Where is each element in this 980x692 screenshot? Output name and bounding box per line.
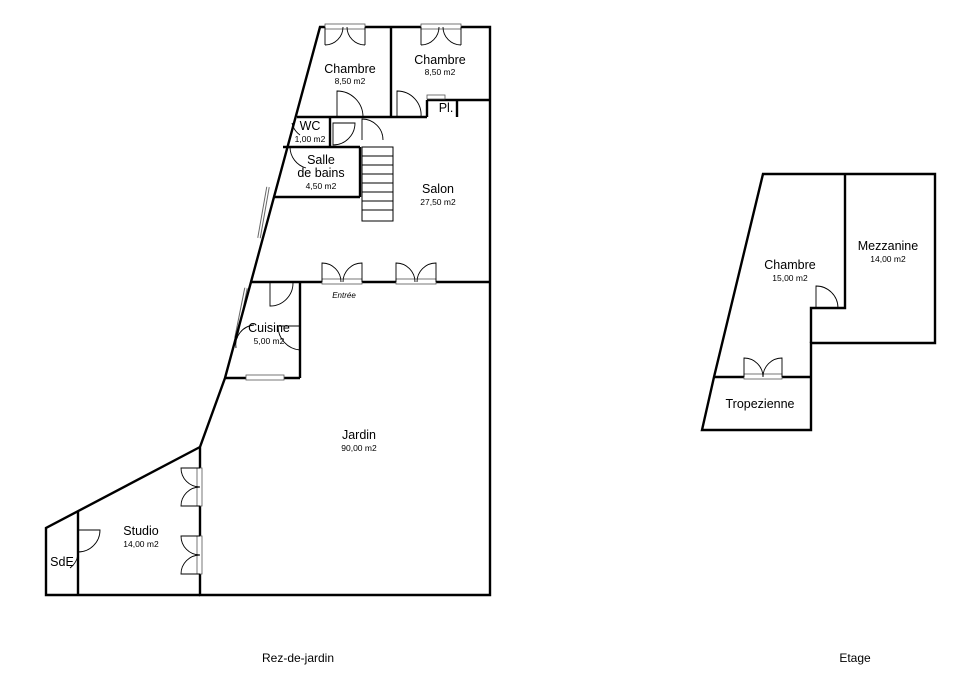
ground-floor-plan: Chambre 8,50 m2 Chambre 8,50 m2 Pl. WC 1… — [44, 23, 492, 665]
upper-floor-outline — [700, 172, 937, 432]
wc-area: 1,00 m2 — [295, 134, 326, 144]
upper-floor-doors — [743, 285, 839, 380]
tropezienne-name: Tropezienne — [725, 397, 794, 411]
upper-chambre-area: 15,00 m2 — [772, 273, 808, 283]
salon-area: 27,50 m2 — [420, 197, 456, 207]
sde-name: SdE — [50, 555, 74, 569]
chambre-1-area: 8,50 m2 — [335, 76, 366, 86]
upper-floor-caption: Etage — [839, 651, 871, 665]
chambre-2-area: 8,50 m2 — [425, 67, 456, 77]
bedroom-1-window — [324, 23, 366, 46]
placard-label: Pl. — [439, 101, 454, 115]
salle-de-bains-area: 4,50 m2 — [306, 181, 337, 191]
studio-area: 14,00 m2 — [123, 539, 159, 549]
salle-de-bains-name-line2: de bains — [297, 166, 344, 180]
chambre-1-name: Chambre — [324, 62, 375, 76]
chambre-mezzanine-wall — [809, 174, 847, 343]
jardin-name: Jardin — [342, 428, 376, 442]
bedroom-2-window — [420, 23, 462, 46]
studio-french-doors — [69, 467, 203, 575]
cuisine-area: 5,00 m2 — [254, 336, 285, 346]
wc-name: WC — [300, 119, 321, 133]
ground-floor-caption: Rez-de-jardin — [262, 651, 334, 665]
salon-name: Salon — [422, 182, 454, 196]
salon-french-doors — [321, 262, 437, 285]
chambre-2-name: Chambre — [414, 53, 465, 67]
studio-wing-outline — [44, 445, 201, 597]
salle-de-bains-name-line1: Salle — [307, 153, 335, 167]
staircase — [361, 146, 394, 222]
upper-chambre-name: Chambre — [764, 258, 815, 272]
upper-floor-plan: Chambre 15,00 m2 Mezzanine 14,00 m2 Trop… — [700, 172, 937, 665]
cuisine-name: Cuisine — [248, 321, 290, 335]
jardin-area: 90,00 m2 — [341, 443, 377, 453]
interior-doors — [235, 90, 446, 381]
entrance-label: Entrée — [332, 291, 356, 300]
mezzanine-area: 14,00 m2 — [870, 254, 906, 264]
studio-name: Studio — [123, 524, 158, 538]
mezzanine-name: Mezzanine — [858, 239, 918, 253]
